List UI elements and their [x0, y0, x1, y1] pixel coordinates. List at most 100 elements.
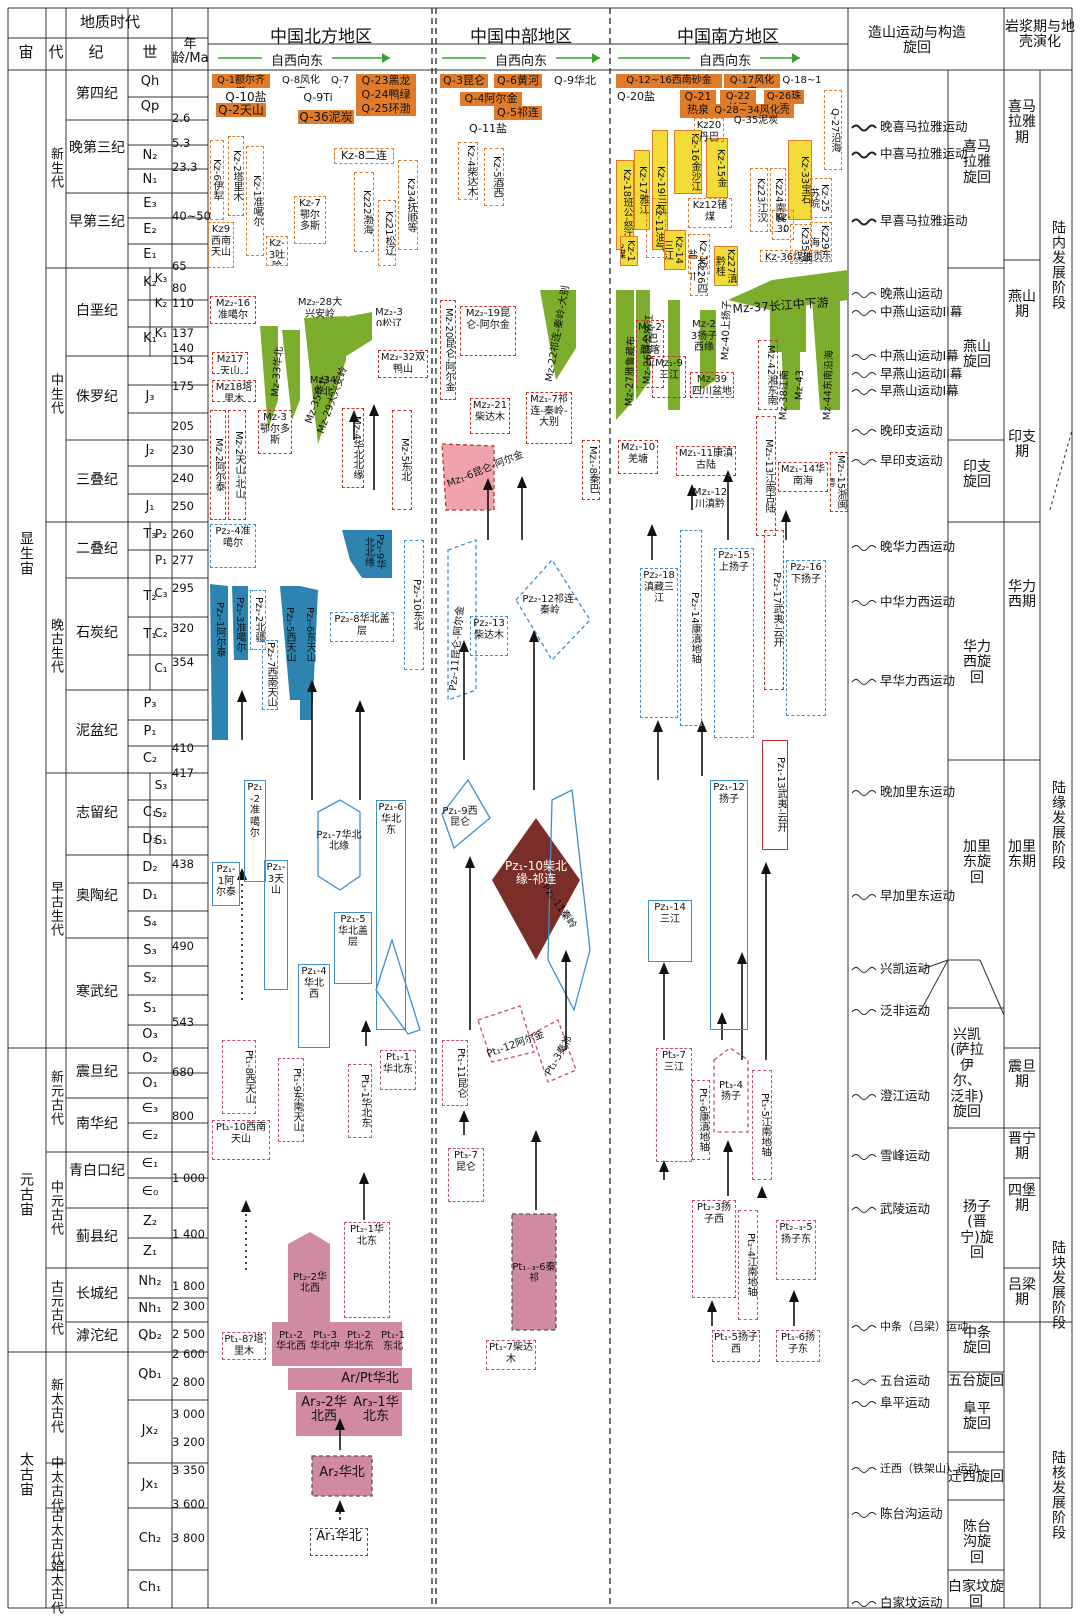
- unit-north-pz2: Pz₂-7西南天山: [262, 640, 278, 710]
- orogeny-label: 中燕山运动I幕: [880, 348, 959, 363]
- unit-south-kz: Kz-13煤: [620, 236, 638, 266]
- unit-central-pz: Pz₂-13柴达木: [470, 616, 508, 656]
- unit-north-mz: Mz₂-30松辽: [375, 307, 403, 326]
- epoch-label: S₄: [143, 915, 157, 930]
- epoch-label: D₃: [142, 832, 158, 847]
- age-label: 490: [172, 939, 194, 953]
- unit-north-pt-label: Pt₂-2华北西: [293, 1272, 327, 1294]
- unit-central-q: Q-3昆仑: [440, 74, 488, 88]
- unit-south-mz-green: [668, 300, 680, 410]
- arrow-head: [659, 1160, 669, 1172]
- sub-epoch-label: S₂: [154, 806, 168, 820]
- arrow-head: [757, 1186, 767, 1198]
- unit-central-mz: Mz₂-19昆仑-阿尔金: [460, 306, 516, 356]
- orogeny-label: 早燕山运动I幕: [880, 383, 959, 398]
- eon-label: 元古宙: [18, 1172, 34, 1217]
- age-label: 1 800: [172, 1279, 205, 1293]
- rotated-unit-label: Mz-38江南: [777, 369, 791, 421]
- age-label: 230: [172, 443, 194, 457]
- arrow-head: [359, 1172, 369, 1184]
- unit-south-kz: Kz-10盐: [688, 234, 710, 274]
- sub-epoch-label: C₁: [154, 661, 168, 675]
- age-label: 277: [172, 553, 194, 567]
- magma-period-label: 印支期: [1008, 429, 1036, 461]
- unit-central-mz: Mz-20昆仑-阿尔金: [440, 300, 456, 400]
- unit-north-mz: Mz₂-16准噶尔: [210, 296, 256, 324]
- age-label: 1 400: [172, 1227, 205, 1241]
- direction-arrow-head: [792, 53, 800, 63]
- cycle-label: 华力西旋回: [963, 639, 991, 686]
- unit-central-q: Q-11盐: [469, 122, 507, 135]
- unconformity-symbol: [851, 894, 877, 900]
- arrow-head: [687, 484, 697, 496]
- unit-south-q: Q-27沿海: [824, 90, 842, 170]
- era-label: 新元古代: [48, 1070, 63, 1126]
- orogeny-label: 中条（吕梁）运动: [880, 1320, 968, 1333]
- epoch-label: D₁: [142, 888, 158, 903]
- unit-north-pz2-teal: [232, 586, 248, 660]
- age-label: 137: [172, 326, 194, 340]
- arrow-head: [761, 862, 771, 874]
- unconformity-symbol: [851, 1207, 877, 1213]
- unit-central-pz-label: Pz₁-9西昆仑: [442, 806, 478, 828]
- direction-south: 自西向东: [698, 54, 751, 69]
- arrow-head: [781, 510, 791, 522]
- unit-central-kz: Kz-4柴达木: [458, 142, 478, 200]
- epoch-label: O₁: [142, 1076, 158, 1091]
- unconformity-symbol: [851, 389, 877, 395]
- arrow-head: [561, 950, 571, 962]
- header-epoch: 世: [142, 43, 158, 61]
- age-label: 295: [172, 581, 194, 595]
- age-label: 154: [172, 353, 194, 367]
- unit-north-q: Q-7土: [330, 75, 350, 88]
- age-label: 3 350: [172, 1463, 205, 1477]
- unit-south-mz-green: [780, 310, 800, 410]
- unit-north-pz1: Pz₁-6华北东: [376, 800, 406, 1030]
- unconformity-symbol: [851, 372, 877, 378]
- arrow-head: [241, 1200, 251, 1212]
- epoch-label: O₂: [142, 1051, 158, 1066]
- orogeny-label: 晚喜马拉雅运动: [880, 119, 968, 134]
- age-label: 3 200: [172, 1435, 205, 1449]
- age-label: 240: [172, 471, 194, 485]
- unit-south-mz: Mz-24巴颜喀拉: [636, 320, 664, 388]
- header-north: 中国北方地区: [270, 27, 372, 47]
- unit-south-kz: Kz27滇黔桂: [714, 246, 738, 286]
- unit-north-pz2-teal: [210, 584, 228, 740]
- arrow-head: [659, 962, 669, 974]
- orogeny-label: 早燕山运动II幕: [880, 366, 963, 381]
- age-label: 2 300: [172, 1299, 205, 1313]
- unconformity-symbol: [851, 151, 877, 159]
- unit-south-pt-label: Pt₃-4扬子: [719, 1080, 743, 1102]
- unit-south-mz: Mz₁-15浙闽粤: [830, 452, 848, 512]
- unit-central-pt: Pt₃-7昆仑: [448, 1148, 484, 1202]
- orogeny-label: 兴凯运动: [880, 961, 931, 976]
- unit-south-q: Q-22长江: [720, 90, 756, 104]
- age-label: 410: [172, 741, 194, 755]
- orogeny-label: 白家坟运动: [880, 1595, 943, 1610]
- cycle-label: 兴凯(萨拉伊尔、泛非)旋回: [950, 1027, 984, 1120]
- unit-north-pz1: Pz₁-3天山: [264, 860, 288, 990]
- unit-north-mz-green: [304, 316, 346, 444]
- cycle-label: 白家坟旋回: [948, 1579, 1004, 1611]
- period-label: 侏罗纪: [76, 389, 118, 405]
- stage-label: 陆内发展阶段: [1050, 220, 1066, 310]
- cycle-label: 扬子(晋宁)旋回: [960, 1199, 994, 1262]
- cycle-connector: [919, 959, 949, 971]
- orogeny-label: 中燕山运动II幕: [880, 304, 963, 319]
- epoch-label: S₁: [143, 1001, 157, 1016]
- header-orogeny: 造山运动与构造旋回: [868, 25, 966, 57]
- epoch-label: Qb₂: [138, 1328, 162, 1343]
- unit-north-pt-solid: [272, 1322, 402, 1366]
- stage-label: 陆块发展阶段: [1050, 1240, 1066, 1330]
- unit-south-mz: Mz₁-11康滇古陆: [676, 446, 736, 476]
- rotated-unit-label: Mz-37长江中下游: [732, 295, 830, 316]
- unconformity-symbol: [851, 459, 877, 465]
- age-label: 205: [172, 419, 194, 433]
- unit-central-pt: Pt₁-7柴达木: [486, 1340, 536, 1370]
- period-label: 晚第三纪: [69, 139, 125, 156]
- unit-central-pz-shape: [447, 539, 477, 701]
- magma-period-label: 吕梁期: [1008, 1277, 1036, 1309]
- rotated-unit-label: Mz-27雅鲁藏布: [623, 335, 638, 407]
